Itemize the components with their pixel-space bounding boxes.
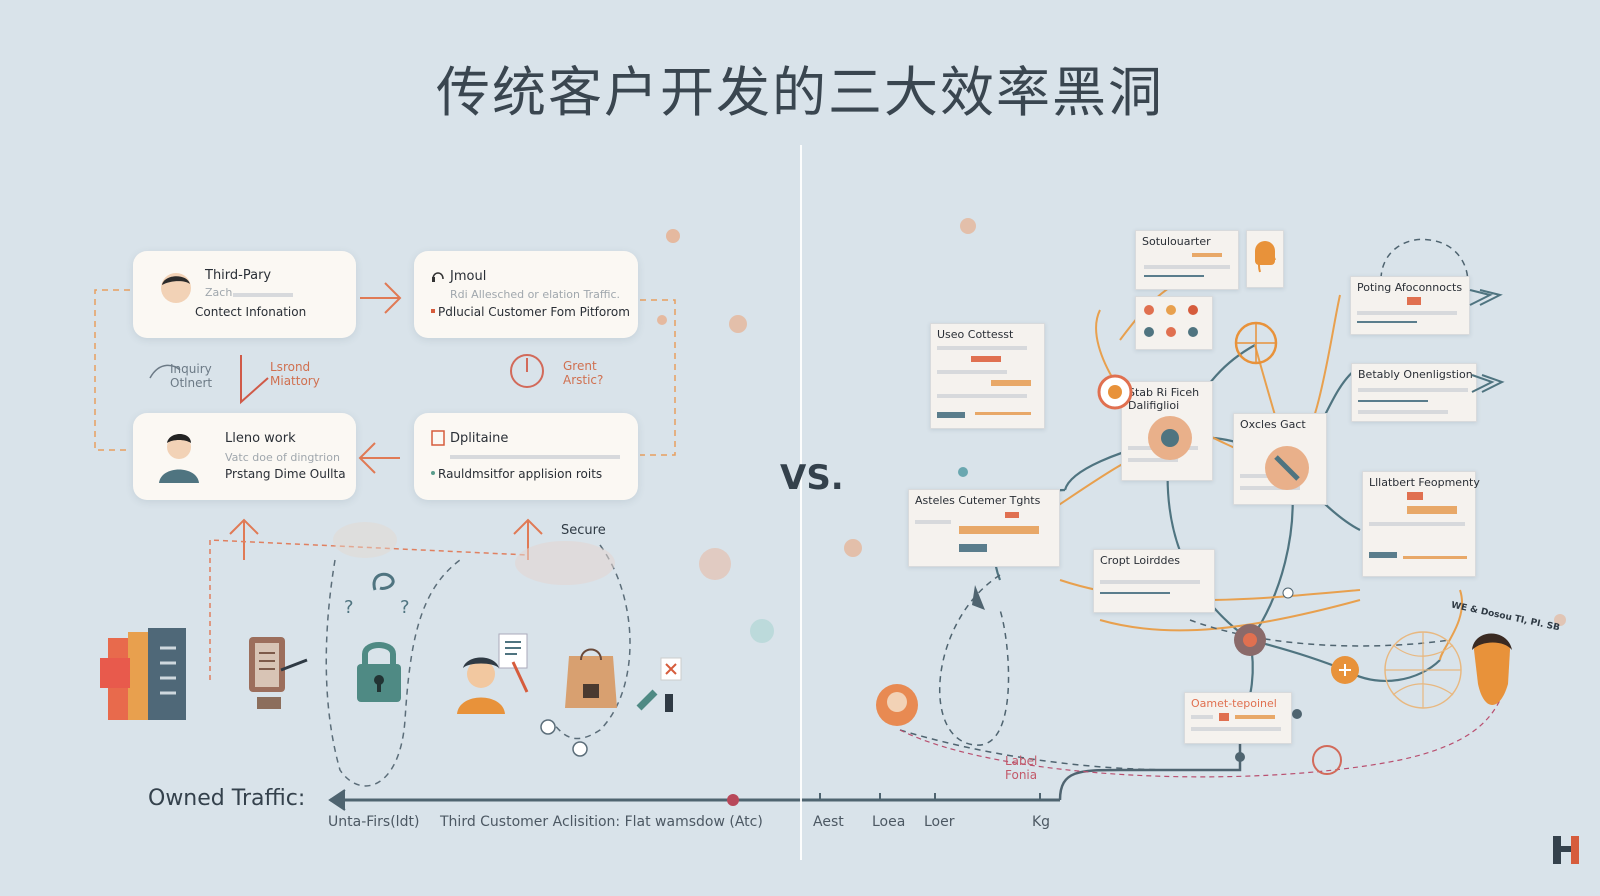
orange-connector <box>209 539 529 680</box>
document-icon <box>636 657 682 712</box>
server-stack-icon <box>100 628 186 720</box>
vs-label: VS. <box>780 458 844 498</box>
timeline-marker <box>727 794 739 806</box>
shopping-bag-icon <box>565 648 617 708</box>
timeline-tick: Loer <box>924 814 955 830</box>
user-avatar-icon <box>159 434 199 483</box>
right-dashed-loop <box>640 299 676 456</box>
headset-icon <box>432 272 444 282</box>
label-second: Lsrond Miattory <box>270 360 320 388</box>
mini-card-useo: Useo Cottesst <box>930 323 1045 429</box>
card-dplitaine: Dplitaine Rauldmsitfor applision roits <box>414 413 638 500</box>
timeline-curve <box>1058 740 1242 801</box>
down-arrow <box>240 355 269 405</box>
up-arrow-left <box>229 518 259 560</box>
label-inquiry: Inquiry Otlnert <box>170 362 213 390</box>
mini-card-lllatbert: Lllatbert Feopmenty <box>1362 471 1480 577</box>
vs-divider <box>800 145 802 860</box>
mini-card-cropt: Cropt Loirddes <box>1093 549 1215 613</box>
document-icon <box>431 430 445 446</box>
label-secure: Secure <box>561 523 606 538</box>
card-desc: Prstang Dime Oullta <box>225 467 346 481</box>
card-title: Lleno work <box>225 431 296 446</box>
timeline-tick: Kg <box>1032 814 1051 830</box>
card-jmoul: Jmoul Rdi Allesched or elation Traffic. … <box>414 251 638 338</box>
arrow-bottom <box>358 442 400 474</box>
card-lleno-work: Lleno work Vatc doe of dingtrion Prstang… <box>133 413 356 500</box>
left-dashed-loop <box>94 289 130 451</box>
card-subtitle: Rdi Allesched or elation Traffic. <box>450 288 621 301</box>
svg-text:?: ? <box>400 597 410 618</box>
label-grent: Grent Arstic? <box>563 359 604 387</box>
mini-card-sotulouarter: Sotulouarter <box>1135 230 1239 290</box>
timeline-tick: Aest <box>813 814 844 830</box>
timeline-tick: Unta-Firs(ldt) <box>328 814 420 830</box>
mini-card-stab: Stab Ri Ficeh Dalifiglioi <box>1121 381 1213 481</box>
mini-card-betably: Betably Onenligstion <box>1351 363 1477 422</box>
timeline-label: Owned Traffic: <box>148 786 306 811</box>
card-title: Third-Pary <box>205 268 272 283</box>
card-desc: Pdlucial Customer Fom Pitforom <box>438 305 630 319</box>
user-avatar-icon <box>1474 635 1510 705</box>
user-avatar-icon <box>161 273 191 303</box>
timeline-tick: Loea <box>872 814 906 830</box>
card-desc: Rauldmsitfor applision roits <box>438 467 603 481</box>
card-subtitle: Zach <box>205 286 233 299</box>
mini-card-asteles: Asteles Cutemer Tghts <box>908 489 1060 567</box>
card-third-party: Third-Pary Zach Contect Infonation <box>133 251 356 338</box>
card-subtitle: Vatc doe of dingtrion <box>225 451 340 464</box>
card-title: Jmoul <box>450 269 487 284</box>
mini-card-oamet: Oamet-tepoinel <box>1184 692 1292 744</box>
user-avatar-icon <box>457 633 529 714</box>
card-desc: Contect Infonation <box>195 305 307 319</box>
lock-icon <box>357 642 401 702</box>
mini-card-poting: Poting Afoconnocts <box>1350 276 1470 335</box>
svg-text:?: ? <box>344 597 354 618</box>
page-title: 传统客户开发的三大效率黑洞 <box>436 61 1164 124</box>
card-title: Dplitaine <box>450 431 509 446</box>
timeline-tick: Third Customer Aclisition: Flat wamsdow … <box>440 814 763 830</box>
arrow-top <box>360 282 402 314</box>
clipboard-icon <box>249 637 308 709</box>
logo-icon <box>1553 836 1579 864</box>
mini-card-icons-grid <box>1135 296 1213 350</box>
label-fonia: Label Fonia <box>1005 754 1038 782</box>
